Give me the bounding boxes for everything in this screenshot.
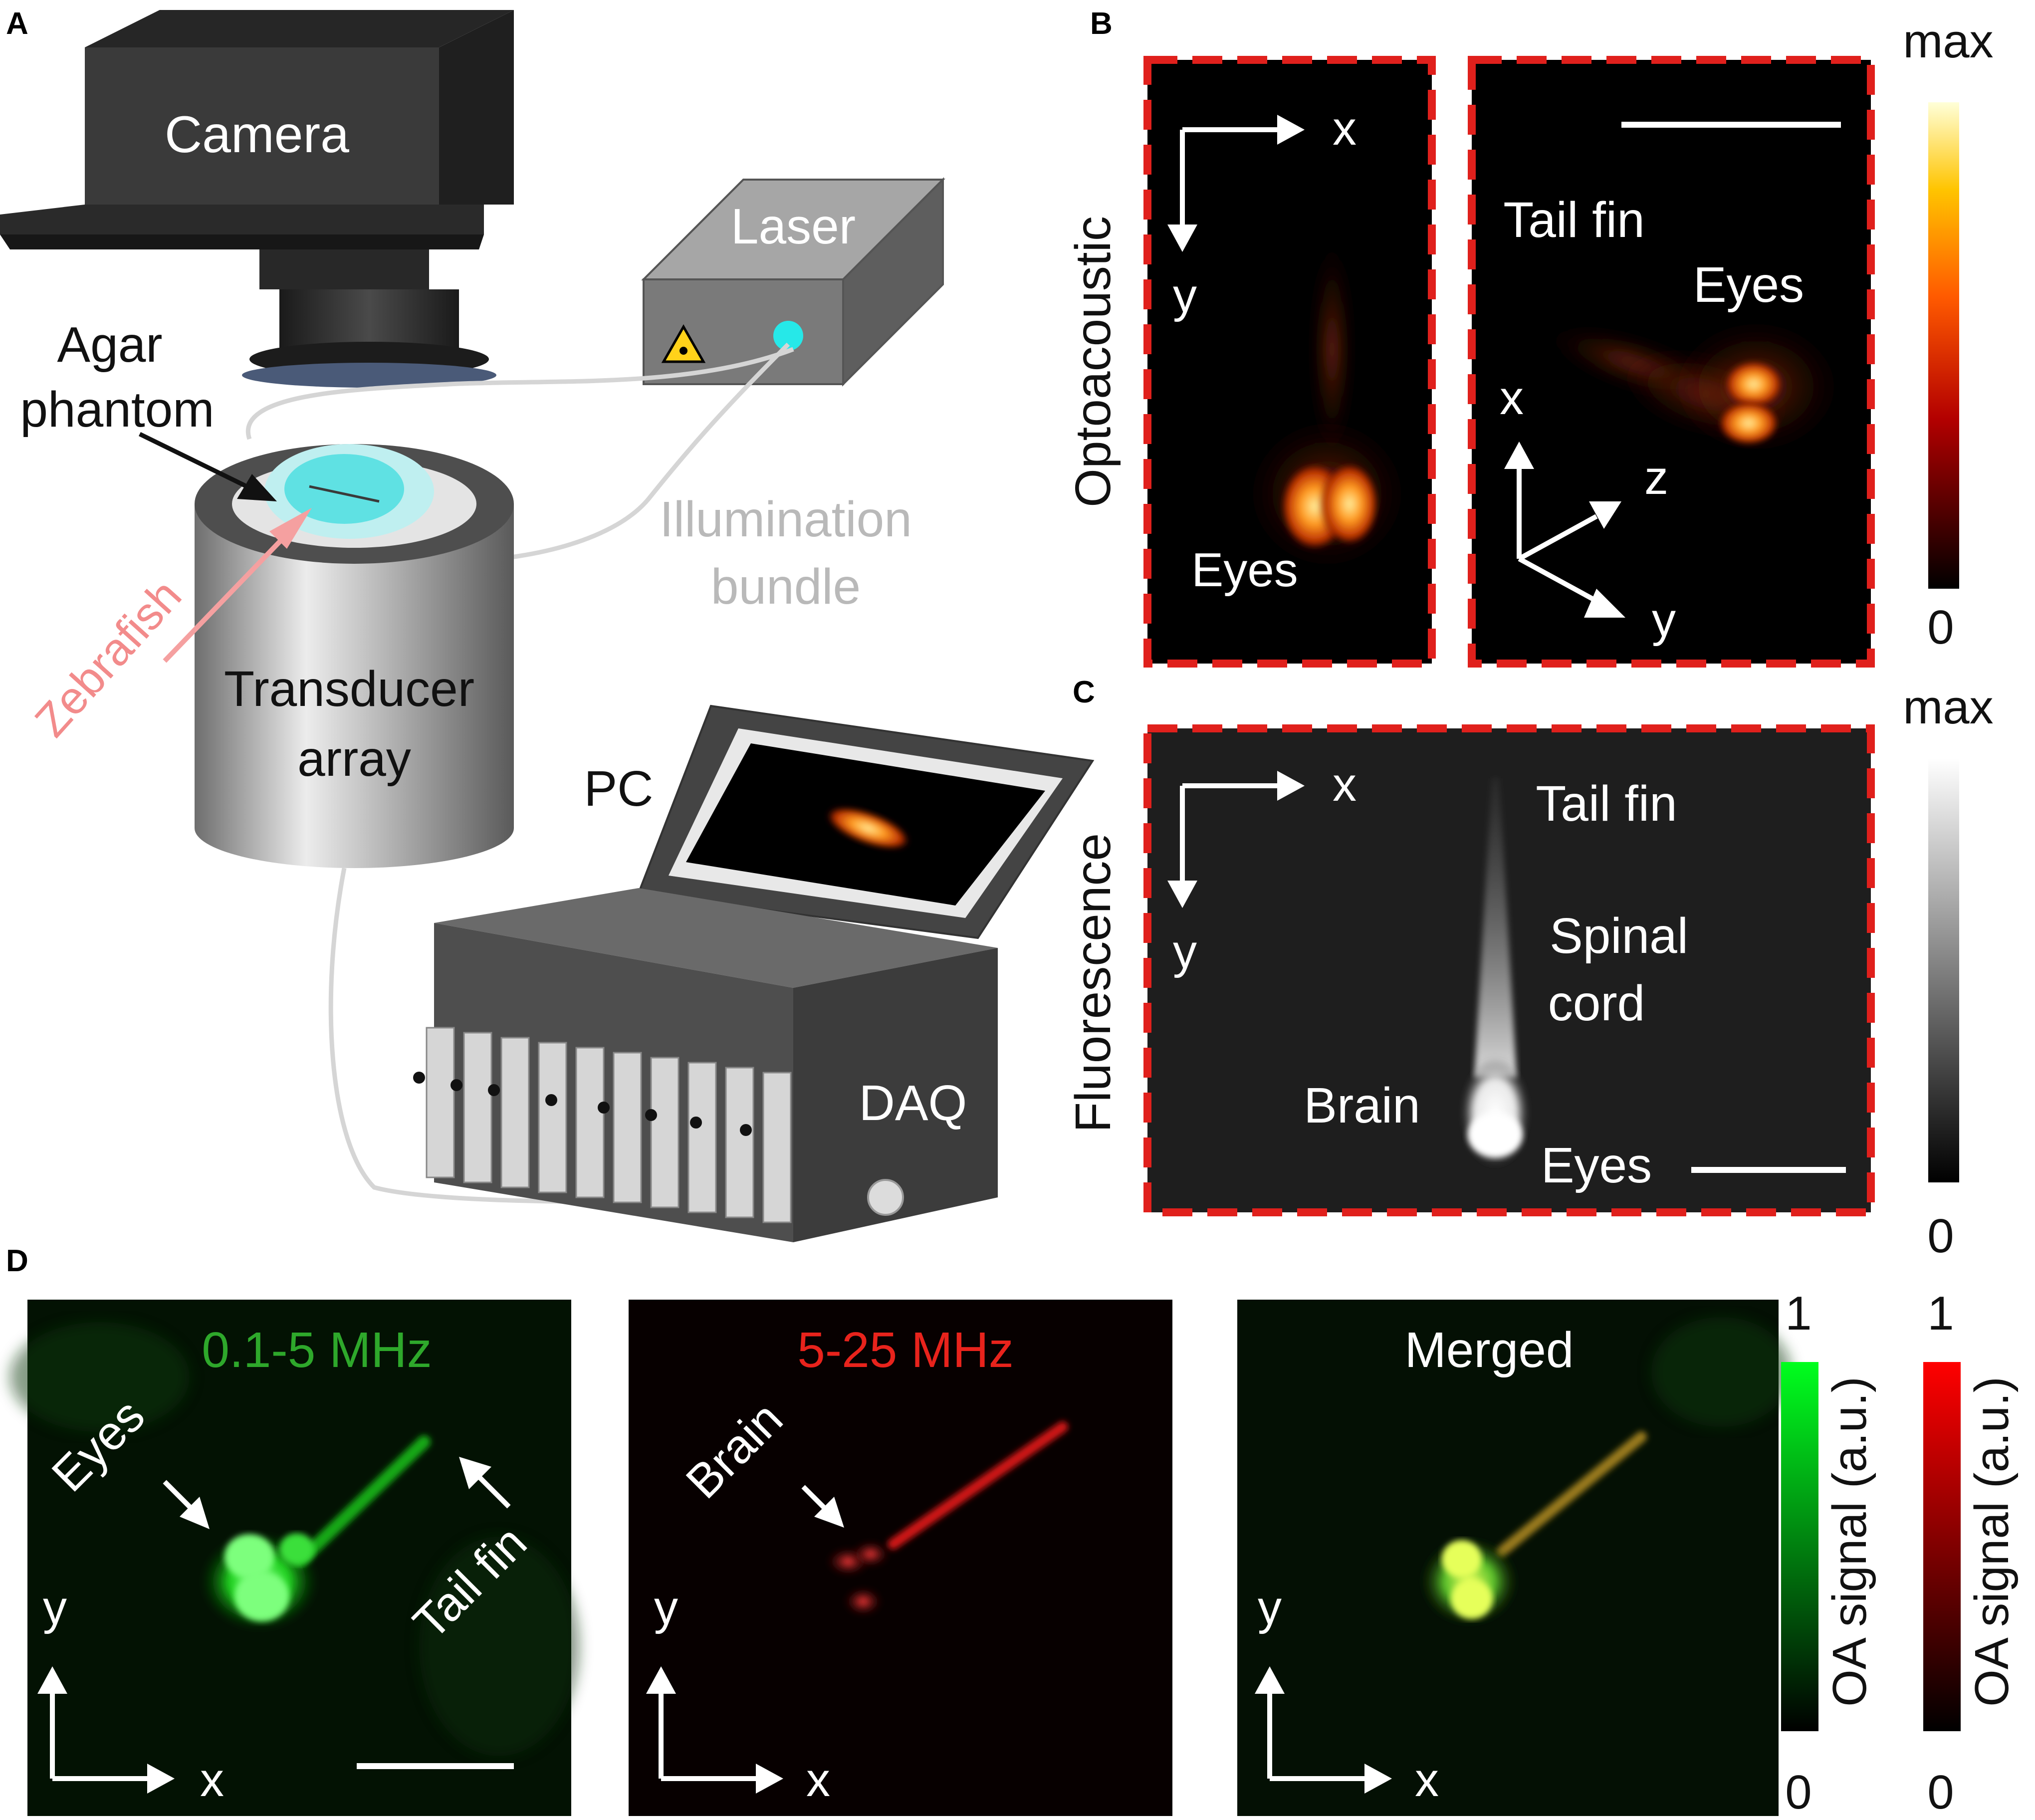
oa-colorbar-max: max (1903, 14, 1993, 68)
low-band-title: 0.1-5 MHz (202, 1322, 432, 1378)
low-band-axis-y: y (43, 1581, 67, 1634)
red-colorbar-label: OA signal (a.u.) (1965, 1376, 2019, 1707)
oa-right-tail-fin-label: Tail fin (1503, 192, 1644, 248)
merged-image: Merged y x (1237, 1300, 1791, 1816)
zebrafish-arrowhead (269, 508, 312, 549)
daq: DAQ (413, 888, 998, 1242)
daq-label: DAQ (859, 1075, 967, 1131)
transducer-array: Transducer array (195, 444, 514, 868)
fluorescence-image: x y Tail fin Spinal cord Brain Eyes (1143, 724, 1875, 1216)
high-band-image: 5-25 MHz Brain y x (629, 1300, 1172, 1816)
fl-spinal-label-1: Spinal (1550, 908, 1688, 964)
optoacoustic-side-label: Optoacoustic (1065, 216, 1121, 507)
pc: PC (584, 704, 1095, 939)
panel-letter-c: C (1073, 675, 1095, 709)
panel-c: Fluorescence x y Tail fin Spinal cord Br… (1065, 681, 1994, 1263)
oa-left-axis-y: y (1173, 269, 1197, 322)
illumination-label-1: Illumination (660, 491, 912, 547)
oa-right-axis-x: x (1500, 371, 1524, 425)
spinal-cord-signal (1474, 778, 1517, 1078)
illumination-bundle-2 (246, 347, 794, 440)
merged-axis-y: y (1258, 1581, 1282, 1634)
zebrafish-arrow (163, 522, 299, 663)
green-colorbar-label: OA signal (a.u.) (1823, 1376, 1876, 1707)
oa-right-axis-y: y (1652, 593, 1676, 647)
fl-colorbar-max: max (1903, 681, 1993, 734)
green-colorbar-min: 0 (1785, 1766, 1811, 1819)
merged-axis-x: x (1415, 1753, 1439, 1807)
oa-left-axis-x: x (1333, 102, 1357, 155)
oa-right-eyes-label: Eyes (1693, 257, 1804, 313)
daq-port (867, 1179, 904, 1216)
panel-d: 0.1-5 MHz Eyes Tail fin y x 5-25 MHz Bra… (10, 1287, 2019, 1819)
low-band-image: 0.1-5 MHz Eyes Tail fin y x (10, 1300, 579, 1816)
fluorescence-side-label: Fluorescence (1065, 833, 1121, 1133)
laser-port (773, 321, 803, 351)
agar-arrowhead (237, 474, 277, 501)
oa-colorbar-min: 0 (1927, 601, 1954, 654)
panel-letter-d: D (6, 1244, 28, 1278)
camera: Camera (0, 10, 514, 388)
laser-label: Laser (731, 199, 856, 254)
fl-colorbar-min: 0 (1927, 1209, 1954, 1263)
fl-spinal-label-2: cord (1548, 975, 1645, 1031)
illumination-label-2: bundle (711, 559, 861, 615)
merged-title: Merged (1404, 1322, 1574, 1378)
panel-letter-b: B (1090, 6, 1113, 41)
oa-left-eyes-label: Eyes (1191, 543, 1298, 597)
high-band-title: 5-25 MHz (797, 1322, 1013, 1378)
fl-eyes-label: Eyes (1541, 1138, 1652, 1193)
agar-label-2: phantom (20, 382, 214, 438)
fl-axis-y: y (1173, 925, 1197, 978)
green-colorbar: 1 0 OA signal (a.u.) (1781, 1287, 1876, 1819)
transducer-label-2: array (297, 731, 411, 787)
red-colorbar-min: 0 (1927, 1766, 1954, 1819)
agar-label-1: Agar (57, 317, 162, 373)
fl-colorbar: max 0 (1903, 681, 1993, 1263)
green-colorbar-max: 1 (1785, 1287, 1811, 1340)
red-colorbar: 1 0 OA signal (a.u.) (1923, 1287, 2019, 1819)
oa-right-axis-z: z (1644, 451, 1668, 504)
laser: Laser (641, 177, 945, 387)
oa-colorbar: max 0 (1903, 14, 1993, 654)
low-band-axis-x: x (200, 1753, 224, 1807)
fl-brain-label: Brain (1304, 1078, 1420, 1134)
transducer-label-1: Transducer (224, 661, 474, 717)
high-band-axis-y: y (654, 1581, 678, 1634)
oa-image-left: x y Eyes (1143, 56, 1436, 668)
panel-a: Camera Laser Transducer array (0, 10, 1095, 1242)
fl-axis-x: x (1333, 758, 1357, 811)
daq-cards (426, 1027, 792, 1223)
oa-image-right: Tail fin Eyes x z y (1468, 56, 1875, 668)
red-colorbar-max: 1 (1927, 1287, 1954, 1340)
high-band-axis-x: x (806, 1753, 830, 1807)
agar-arrow (139, 432, 258, 494)
camera-label: Camera (165, 106, 349, 164)
panel-b: Optoacoustic x y Eyes (1065, 14, 1994, 668)
fl-tail-fin-label: Tail fin (1536, 776, 1677, 832)
pc-label: PC (584, 761, 654, 817)
panel-letter-a: A (6, 6, 28, 41)
